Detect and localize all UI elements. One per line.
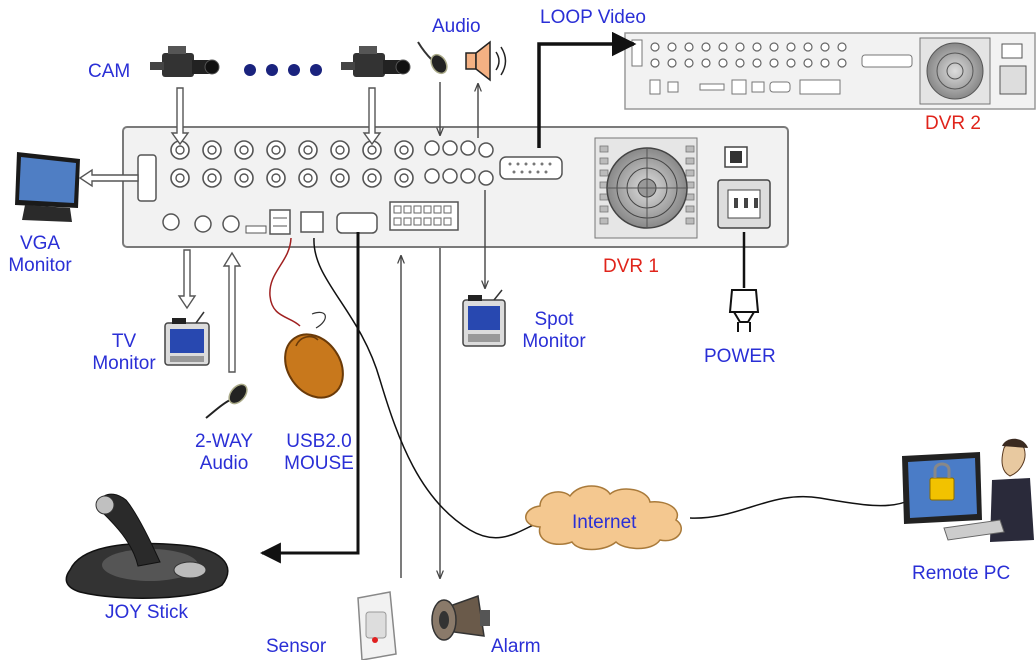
- spot-monitor-label-line2: Monitor: [522, 331, 586, 352]
- tv-monitor-label-line2: Monitor: [92, 353, 156, 374]
- audio-label: Audio: [432, 16, 481, 37]
- network-cable: [313, 237, 541, 539]
- spot-monitor-icon: [462, 289, 506, 347]
- remote-pc-icon: [902, 438, 1034, 542]
- microphone-icon: [205, 383, 248, 419]
- vga-monitor-label-line2: Monitor: [8, 255, 72, 276]
- two-way-audio-label-line2: Audio: [199, 453, 249, 474]
- audio-connection: [440, 82, 478, 138]
- remote-cable: [689, 496, 911, 519]
- fan-icon: [606, 147, 688, 229]
- internet-label: Internet: [572, 512, 637, 533]
- power-label: POWER: [704, 346, 776, 367]
- usb-cable: [269, 237, 301, 327]
- sensor-icon: [357, 591, 397, 660]
- vga-monitor-label-line1: VGA: [19, 233, 61, 254]
- mouse-icon: [284, 333, 344, 399]
- loop-video-arrow: [537, 31, 637, 148]
- microphone-icon: [417, 41, 448, 75]
- video-camera-icon: [150, 46, 220, 77]
- dvr2-panel: [624, 32, 1036, 110]
- dvr2-label: DVR 2: [925, 113, 981, 134]
- usb-mouse-label-line1: USB2.0: [286, 431, 352, 452]
- vga-monitor-label: VGA Monitor: [8, 233, 72, 277]
- joystick-arrow: [259, 232, 360, 564]
- spot-monitor-label-line1: Spot: [534, 309, 574, 330]
- remote-pc-label: Remote PC: [912, 563, 1011, 584]
- camera-input-arrow: [170, 87, 382, 146]
- speaker-icon: [465, 40, 507, 82]
- alarm-label: Alarm: [491, 636, 541, 657]
- two-way-audio-label-line1: 2-WAY: [194, 431, 254, 452]
- usb-mouse-label: USB2.0 MOUSE: [279, 431, 359, 475]
- joystick-icon: [65, 493, 229, 599]
- usb-mouse-label-line2: MOUSE: [284, 453, 354, 474]
- vga-monitor-icon: [15, 152, 80, 222]
- dvr1-label: DVR 1: [603, 256, 659, 277]
- dvr1-panel: [122, 126, 789, 248]
- alarm-horn-icon: [431, 594, 490, 641]
- spot-monitor-label: Spot Monitor: [520, 309, 588, 353]
- internet-cloud-icon: [525, 485, 682, 551]
- sensor-label: Sensor: [266, 636, 327, 657]
- ellipsis-dots-icon: [244, 64, 322, 76]
- video-camera-icon: [341, 46, 411, 77]
- power-plug-icon: [728, 289, 760, 332]
- tv-monitor-icon: [164, 311, 210, 366]
- two-way-audio-label: 2-WAY Audio: [188, 431, 260, 475]
- tv-output-arrow: [177, 249, 197, 310]
- two-way-audio-arrow: [222, 251, 242, 373]
- joystick-label: JOY Stick: [105, 602, 189, 623]
- vga-output-arrow: [78, 168, 139, 188]
- loop-video-label: LOOP Video: [540, 7, 646, 28]
- tv-monitor-label: TV Monitor: [88, 331, 160, 375]
- tv-monitor-label-line1: TV: [111, 331, 137, 352]
- cam-label: CAM: [88, 61, 131, 82]
